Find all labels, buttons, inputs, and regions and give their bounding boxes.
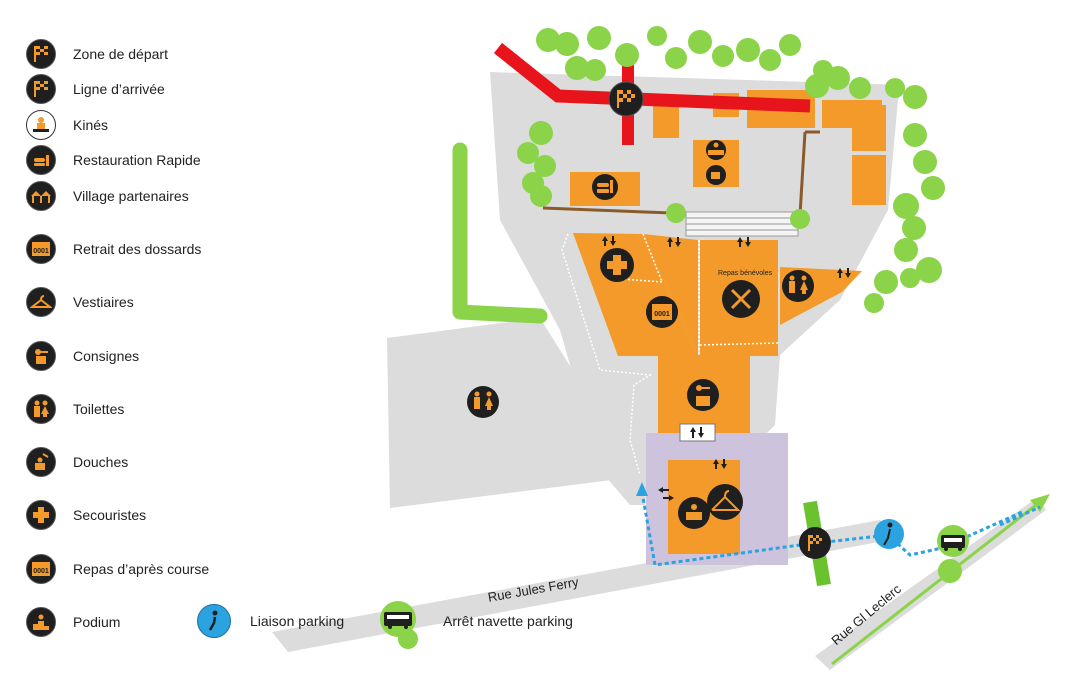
legend-label: Secouristes [73, 507, 147, 523]
entry-arrow-1 [602, 236, 616, 246]
entry-arrow-4 [837, 268, 851, 278]
legend-item-showers: Douches [26, 446, 128, 478]
rue-leclerc-road [815, 497, 1046, 670]
burger-icon [26, 145, 56, 175]
legend-label: Consignes [73, 348, 140, 364]
map-icons: 0001 [467, 81, 969, 583]
leclerc-route [831, 494, 1050, 666]
legend-item-bib-pickup: 0001 Retrait des dossards [26, 233, 201, 265]
walk-link-map-icon [874, 519, 904, 549]
walking-route-arrowhead [636, 482, 648, 496]
bib-icon: 0001 [26, 234, 56, 264]
bib-map-icon: 0001 [646, 296, 678, 328]
stairs [685, 211, 799, 237]
parking-ground [387, 318, 612, 508]
legend-item-podium: Podium [26, 606, 120, 638]
legend-label: Repas d’après course [73, 561, 210, 577]
walking-person-icon [197, 604, 231, 638]
svg-text:0001: 0001 [33, 568, 49, 575]
first-aid-cross-icon [26, 500, 56, 530]
entry-arrows [602, 236, 851, 501]
legend-item-post-race-meal: 0001 Repas d’après course [26, 553, 209, 585]
entry-arrow-5 [679, 423, 716, 442]
entry-arrow-6 [713, 459, 727, 469]
legend-label: Podium [73, 614, 121, 630]
volunteer-meal-label: Repas bénévoles [718, 270, 773, 277]
legend-item-changing-room: Vestiaires [26, 286, 134, 318]
toilets-map-icon [782, 270, 814, 302]
shower-icon [26, 447, 56, 477]
toilets-icon [26, 394, 56, 424]
legend-label: Toilettes [73, 401, 125, 417]
checkered-flag-icon [26, 74, 56, 104]
shuttle-bus-icon [378, 601, 418, 649]
podium-map-icon [706, 140, 726, 160]
lockers-map-icon [687, 379, 719, 411]
legend-label: Arrêt navette parking [443, 613, 573, 629]
shower-map-icon [678, 497, 710, 529]
legend-item-fast-food: Restauration Rapide [26, 144, 201, 176]
fast-food-map-icon [592, 174, 618, 200]
legend-label: Vestiaires [73, 294, 134, 310]
legend-item-walk-link: Liaison parking [197, 604, 344, 638]
legend-item-toilets: Toilettes [26, 393, 124, 425]
legend-item-start-zone: Zone de départ [26, 38, 168, 70]
finish-line-map-icon [799, 527, 831, 559]
legend-item-shuttle-stop: Arrêt navette parking [378, 601, 573, 649]
svg-text:0001: 0001 [33, 248, 49, 255]
trees [517, 26, 945, 313]
start-zone-map-icon [608, 81, 644, 117]
legend-label: Restauration Rapide [73, 152, 201, 168]
legend-label: Retrait des dossards [73, 241, 202, 257]
legend-label: Village partenaires [73, 188, 189, 204]
toilets-parking-map-icon [467, 386, 499, 418]
entry-arrow-2 [667, 237, 681, 247]
volunteer-meal-map-icon [722, 280, 760, 318]
legend-item-first-aid: Secouristes [26, 499, 146, 531]
cafe-map-icon [706, 165, 726, 185]
legend-label: Ligne d’arrivée [73, 81, 165, 97]
legend-label: Douches [73, 454, 129, 470]
shuttle-stop-map-icon [937, 525, 969, 583]
massage-icon [26, 110, 56, 140]
legend-item-physio: Kinés [26, 109, 108, 141]
entry-arrow-7 [658, 487, 674, 501]
legend-item-finish-line: Ligne d’arrivée [26, 73, 165, 105]
site-outline-dotted [561, 233, 653, 476]
podium-icon [26, 607, 56, 637]
legend-item-lockers: Consignes [26, 340, 139, 372]
key-bag-icon [26, 341, 56, 371]
changing-room-map-icon [707, 484, 743, 520]
tent-icon [26, 181, 56, 211]
legend-label: Zone de départ [73, 46, 168, 62]
entry-arrow-3 [737, 237, 751, 247]
hedge [452, 142, 548, 324]
svg-text:0001: 0001 [654, 311, 670, 318]
hanger-icon [26, 287, 56, 317]
legend-label: Liaison parking [250, 613, 345, 629]
legend-label: Kinés [73, 117, 109, 133]
first-aid-map-icon [600, 248, 634, 282]
bib-icon: 0001 [26, 554, 56, 584]
checkered-flag-icon [26, 39, 56, 69]
legend-item-partner-village: Village partenaires [26, 180, 189, 212]
